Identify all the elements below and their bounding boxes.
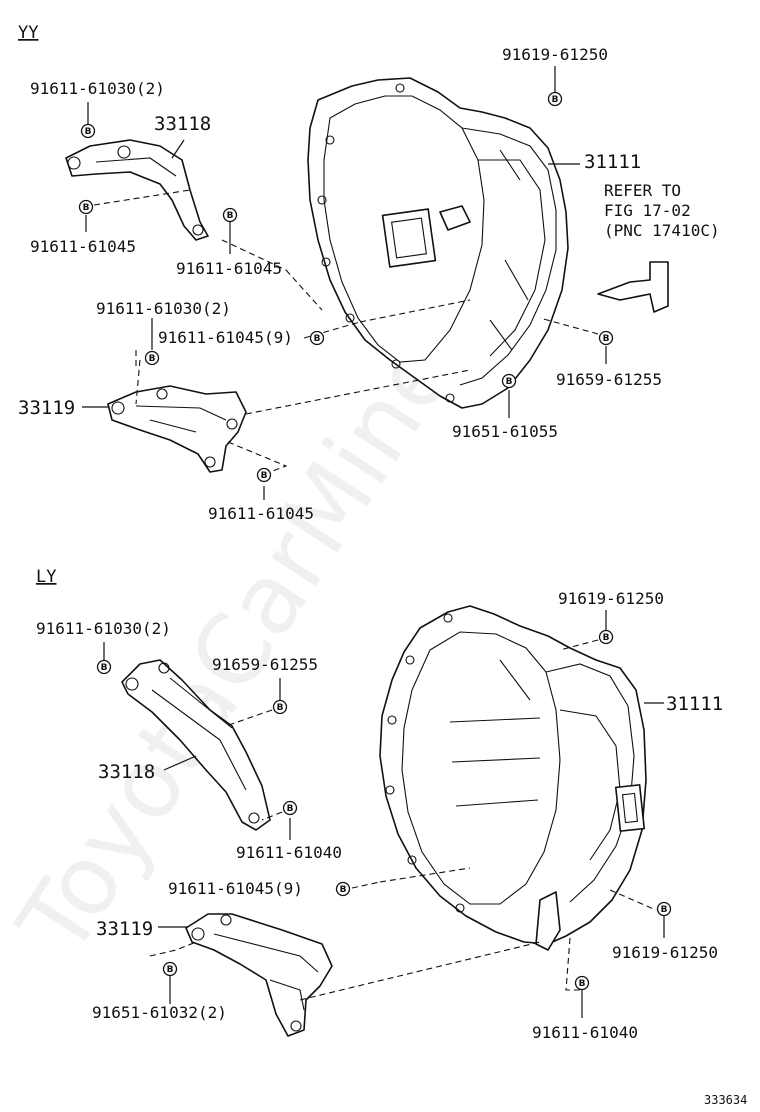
ly-label-bolt-housing-bottom: 91611-61040 xyxy=(532,1023,638,1042)
ly-label-bolt-bracket-low: 91611-61040 xyxy=(236,843,342,862)
ly-label-bolt-top-left: 91611-61030(2) xyxy=(36,619,171,638)
ly-bolt-icon-4: B xyxy=(598,629,614,645)
yy-label-bolt-rear-right: 91611-61045 xyxy=(176,259,282,278)
yy-label-refer-1: REFER TO xyxy=(604,181,681,200)
section-tag-ly: LY xyxy=(36,567,56,587)
ly-bolt-icon-7: B xyxy=(162,961,178,977)
svg-text:B: B xyxy=(167,965,174,975)
ly-label-bolt-bracket-mid: 91659-61255 xyxy=(212,655,318,674)
yy-label-bolt-rear-lower: 91611-61045 xyxy=(30,237,136,256)
yy-label-bracket-33118: 33118 xyxy=(154,113,211,135)
yy-bolt-icon-9: B xyxy=(256,467,272,483)
svg-text:B: B xyxy=(277,703,284,713)
yy-bolt-icon-3: B xyxy=(222,207,238,223)
ly-label-bolt-set: 91611-61045(9) xyxy=(168,879,303,898)
svg-text:B: B xyxy=(287,804,294,814)
ly-label-bracket-33119: 33119 xyxy=(96,918,153,940)
svg-text:B: B xyxy=(506,377,513,387)
yy-refer-bracket xyxy=(597,261,669,313)
ly-bolt-icon-8: B xyxy=(574,975,590,991)
yy-label-bolt-set: 91611-61045(9) xyxy=(158,328,293,347)
figure-id: 333634 xyxy=(704,1093,747,1107)
svg-text:B: B xyxy=(552,95,559,105)
svg-text:B: B xyxy=(149,354,156,364)
svg-text:B: B xyxy=(227,211,234,221)
yy-label-refer-3: (PNC 17410C) xyxy=(604,221,720,240)
svg-text:B: B xyxy=(101,663,108,673)
ly-label-bolt-housing-right: 91619-61250 xyxy=(612,943,718,962)
ly-bolt-icon-6: B xyxy=(656,901,672,917)
yy-leader-lines xyxy=(82,66,607,500)
yy-label-housing-bolt-top: 91619-61250 xyxy=(502,45,608,64)
ly-leader-lines xyxy=(103,610,665,1018)
yy-bolt-icon-8: B xyxy=(501,373,517,389)
svg-text:B: B xyxy=(340,885,347,895)
yy-bolt-icon-2: B xyxy=(78,199,94,215)
yy-bolt-icon-1: B xyxy=(80,123,96,139)
ly-bolt-icon-3: B xyxy=(282,800,298,816)
yy-label-bolt-front-bottom: 91611-61045 xyxy=(208,504,314,523)
ly-bracket-33119 xyxy=(185,913,333,1037)
yy-label-bolt-housing-bottom: 91651-61055 xyxy=(452,422,558,441)
svg-text:B: B xyxy=(661,905,668,915)
svg-text:B: B xyxy=(603,633,610,643)
ly-label-bracket-33118: 33118 xyxy=(98,761,155,783)
ly-bolt-icon-2: B xyxy=(272,699,288,715)
yy-label-housing-31111: 31111 xyxy=(584,151,641,173)
yy-bracket-33118 xyxy=(65,139,209,241)
yy-label-bolt-front-top: 91611-61030(2) xyxy=(96,299,231,318)
ly-label-housing-31111: 31111 xyxy=(666,693,723,715)
svg-text:B: B xyxy=(85,127,92,137)
yy-label-refer-2: FIG 17-02 xyxy=(604,201,691,220)
ly-label-housing-bolt-top: 91619-61250 xyxy=(558,589,664,608)
yy-bolt-icon-6: B xyxy=(309,330,325,346)
svg-text:B: B xyxy=(83,203,90,213)
yy-bolt-icon-7: B xyxy=(144,350,160,366)
yy-label-bracket-33119: 33119 xyxy=(18,397,75,419)
ly-bracket-33118 xyxy=(121,659,271,831)
yy-bolt-icon-4: B xyxy=(547,91,563,107)
ly-label-bolt-front-left: 91651-61032(2) xyxy=(92,1003,227,1022)
ly-bolt-icon-1: B xyxy=(96,659,112,675)
ly-bolt-icon-5: B xyxy=(335,881,351,897)
yy-clutch-housing xyxy=(307,77,569,409)
svg-text:B: B xyxy=(579,979,586,989)
section-tag-yy: YY xyxy=(18,23,38,43)
yy-label-bolt-top-left: 91611-61030(2) xyxy=(30,79,165,98)
svg-text:B: B xyxy=(314,334,321,344)
yy-label-bolt-housing-right: 91659-61255 xyxy=(556,370,662,389)
yy-bolt-icon-5: B xyxy=(598,330,614,346)
yy-bracket-33119 xyxy=(107,385,247,473)
svg-text:B: B xyxy=(261,471,268,481)
svg-text:B: B xyxy=(603,334,610,344)
ly-clutch-housing xyxy=(379,605,647,951)
